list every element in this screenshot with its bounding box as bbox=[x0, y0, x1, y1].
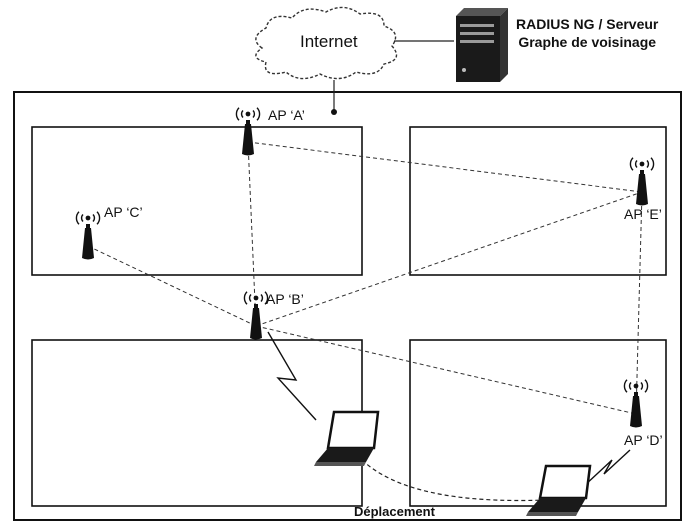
neighbor-links bbox=[87, 141, 643, 415]
server-label-line1: RADIUS NG / Serveur bbox=[516, 16, 659, 32]
server-icon bbox=[456, 8, 508, 82]
access-point-a-icon bbox=[235, 107, 261, 156]
neighbor-link-b-c bbox=[87, 245, 257, 327]
ap-label-c: AP ‘C’ bbox=[104, 204, 143, 220]
room-top-right bbox=[409, 126, 667, 276]
internet-label: Internet bbox=[300, 32, 358, 51]
wireless-link-d-laptop bbox=[583, 449, 631, 487]
movement-label: Déplacement bbox=[354, 504, 435, 519]
neighbor-link-a-b bbox=[247, 141, 257, 327]
internet-cloud-icon bbox=[255, 6, 398, 80]
server-label-line2: Graphe de voisinage bbox=[518, 34, 657, 50]
neighbor-link-b-e bbox=[255, 191, 643, 327]
room-bottom-right bbox=[409, 339, 667, 507]
access-point-b-icon bbox=[243, 291, 269, 340]
neighbor-link-e-d bbox=[635, 191, 643, 415]
room-bottom-left bbox=[31, 339, 363, 507]
neighbor-link-b-d bbox=[255, 325, 637, 415]
network-junction bbox=[331, 109, 337, 115]
ap-label-e: AP ‘E’ bbox=[624, 206, 662, 222]
ap-label-a: AP ‘A’ bbox=[268, 107, 305, 123]
ap-label-d: AP ‘D’ bbox=[624, 432, 663, 448]
laptop-moved-icon bbox=[526, 464, 592, 516]
movement-path bbox=[361, 459, 546, 502]
ap-label-b: AP ‘B’ bbox=[266, 291, 304, 307]
laptop-icon bbox=[314, 410, 380, 466]
access-point-d-icon bbox=[623, 379, 649, 428]
server-label: RADIUS NG / Serveur Graphe de voisinage bbox=[516, 15, 658, 51]
neighbor-link-a-e bbox=[247, 141, 643, 193]
room-top-left bbox=[31, 126, 363, 276]
access-point-c-icon bbox=[75, 211, 101, 260]
building-outline bbox=[13, 91, 682, 521]
access-point-e-icon bbox=[629, 157, 655, 206]
wireless-link-b-laptop bbox=[267, 331, 317, 421]
